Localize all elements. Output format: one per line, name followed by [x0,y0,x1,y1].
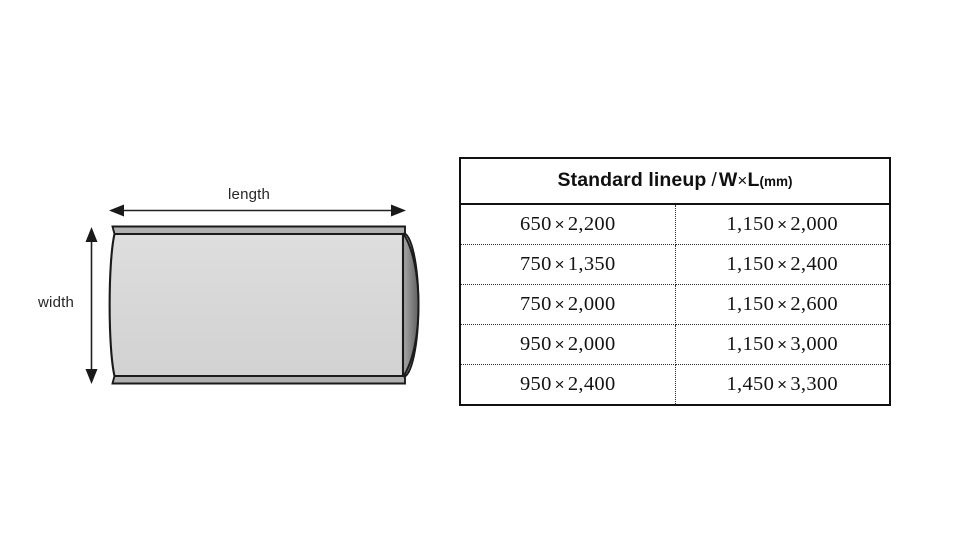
multiply-icon: × [777,255,788,274]
table-cell-size: 1,150×2,400 [675,244,890,285]
header-unit: (mm) [759,173,793,189]
table-cell-size: 1,150×3,000 [675,324,890,365]
table-cell-size: 950×2,000 [460,324,676,365]
width-dimension-arrow [85,227,98,384]
size-width: 1,150 [726,293,775,315]
size-width: 1,150 [726,253,775,275]
multiply-icon: × [777,215,788,234]
table-body: 650×2,200 1,150×2,000 750×1,350 1,150×2,… [460,204,890,405]
multiply-icon: × [554,335,565,354]
size-length: 2,400 [567,373,616,395]
multiply-icon: × [554,375,565,394]
table-row: 750×1,350 1,150×2,400 [460,244,890,285]
multiply-icon: × [777,335,788,354]
multiply-icon: × [777,295,788,314]
standard-lineup-table-container: Standard lineup/W×L(mm) 650×2,200 1,150×… [459,157,891,406]
size-length: 3,300 [790,373,838,395]
table-title: Standard lineup [557,168,707,191]
multiply-icon: × [737,170,748,190]
size-length: 3,000 [790,333,838,355]
table-cell-size: 1,450×3,300 [675,365,890,406]
roll-body [108,232,405,378]
header-spec-l: L [747,168,760,191]
size-width: 650 [519,213,552,235]
header-separator: / [711,168,717,191]
size-width: 950 [519,373,552,395]
size-length: 2,000 [790,213,838,235]
size-length: 2,200 [567,213,616,235]
size-width: 750 [519,293,552,315]
size-width: 1,150 [726,213,775,235]
size-width: 750 [519,253,552,275]
table-header: Standard lineup/W×L(mm) [460,158,890,205]
standard-lineup-table: Standard lineup/W×L(mm) 650×2,200 1,150×… [459,157,891,406]
size-width: 1,150 [726,333,775,355]
size-width: 1,450 [726,373,775,395]
roll-bottom-edge-band [111,375,406,385]
table-row: 950×2,400 1,450×3,300 [460,364,890,406]
table-cell-size: 1,150×2,000 [675,204,890,245]
roll-top-edge-band [111,225,406,235]
multiply-icon: × [554,295,565,314]
multiply-icon: × [554,215,565,234]
size-width: 950 [519,333,552,355]
multiply-icon: × [777,375,788,394]
size-length: 2,000 [567,293,616,315]
table-cell-size: 750×2,000 [460,284,676,325]
length-label: length [228,186,271,203]
table-cell-size: 1,150×2,600 [675,284,890,325]
header-spec-w: W [718,168,738,191]
table-header-cell: Standard lineup/W×L(mm) [460,158,890,205]
size-length: 2,600 [790,293,838,315]
table-header-row: Standard lineup/W×L(mm) [460,158,890,205]
table-cell-size: 750×1,350 [460,244,676,285]
table-row: 750×2,000 1,150×2,600 [460,284,890,325]
size-length: 2,000 [567,333,616,355]
table-cell-size: 950×2,400 [460,364,676,405]
table-cell-size: 650×2,200 [460,204,676,245]
roll-material-diagram: length width [0,0,460,540]
size-length: 2,400 [790,253,838,275]
multiply-icon: × [554,255,565,274]
size-length: 1,350 [567,253,616,275]
length-dimension-arrow [109,204,406,217]
table-row: 650×2,200 1,150×2,000 [460,204,890,245]
table-row: 950×2,000 1,150×3,000 [460,324,890,365]
width-label: width [38,294,75,311]
